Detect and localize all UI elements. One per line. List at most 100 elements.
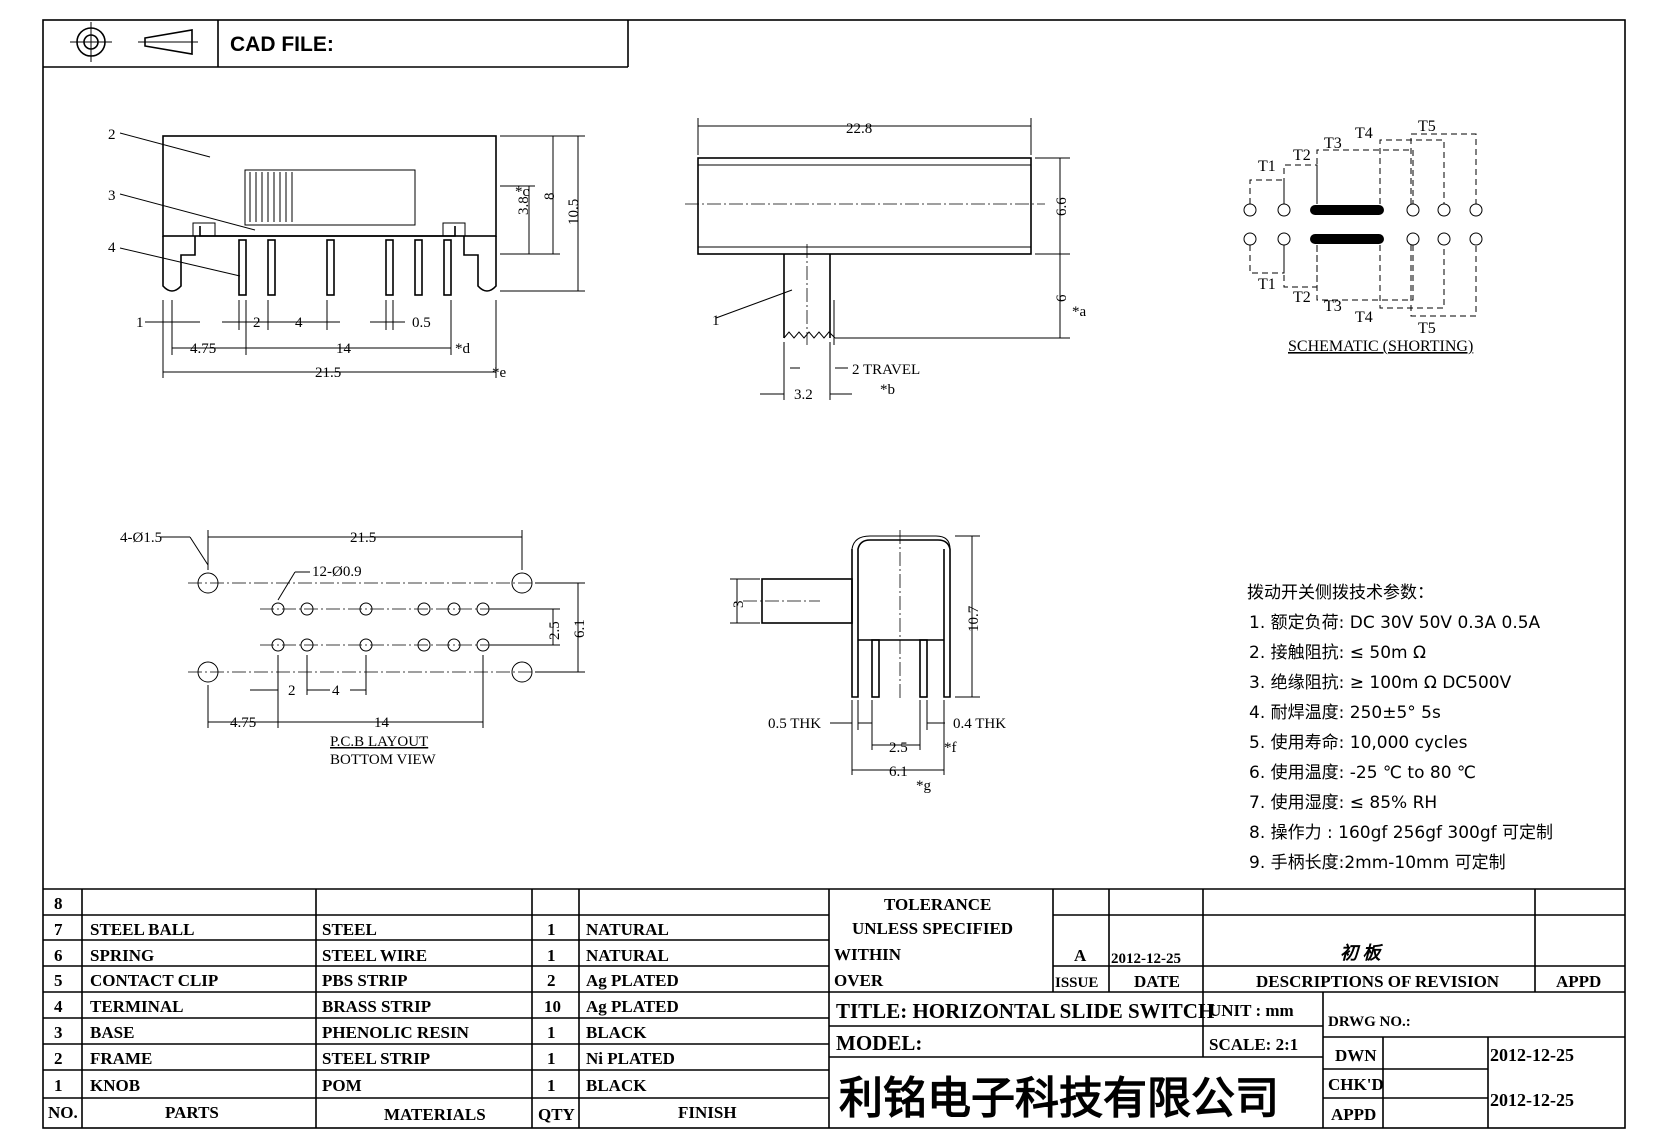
- bom-row-part: TERMINAL: [90, 997, 184, 1016]
- bom-row-material: PHENOLIC RESIN: [322, 1023, 470, 1042]
- dim-3-2: 3.2: [794, 387, 813, 403]
- unless-specified-label: UNLESS SPECIFIED: [852, 919, 1013, 938]
- bom-row-no: 3: [54, 1023, 63, 1042]
- bom-row-finish: NATURAL: [586, 920, 669, 939]
- note-c: *c: [515, 184, 530, 200]
- schematic-top-t5: T5: [1418, 118, 1436, 135]
- date-value: 2012-12-25: [1111, 951, 1181, 967]
- callout-3: 3: [108, 188, 116, 204]
- dim-6-6: 6.6: [1054, 197, 1070, 216]
- schematic-top-t4: T4: [1355, 125, 1373, 142]
- bom-row-material: PBS STRIP: [322, 971, 408, 990]
- bom-row-part: CONTACT CLIP: [90, 971, 218, 990]
- schematic-bottom-t5: T5: [1418, 320, 1436, 337]
- dim-6: 6: [1054, 294, 1070, 302]
- pcb-small-holes: 12-Ø0.9: [312, 564, 362, 580]
- pcb-caption-bottom: BOTTOM VIEW: [330, 752, 437, 768]
- bom-row-part: STEEL BALL: [90, 920, 194, 939]
- front-view: 22.8 6.6 6 *a 1 2 TRAVEL *b 3.2: [685, 118, 1087, 403]
- side-dim-10-7: 10.7: [966, 605, 982, 632]
- dim-0-5: 0.5: [412, 315, 431, 331]
- bom-header-parts: PARTS: [165, 1103, 219, 1122]
- side-thk-0-5: 0.5 THK: [768, 716, 821, 732]
- chkd-label: CHK'D: [1328, 1075, 1384, 1094]
- bom-row-qty: 1: [547, 1076, 556, 1095]
- dwn-label: DWN: [1335, 1046, 1377, 1065]
- travel-label: 2 TRAVEL: [852, 362, 920, 378]
- dim-14: 14: [336, 341, 352, 357]
- drawing-title: TITLE: HORIZONTAL SLIDE SWITCH: [836, 999, 1214, 1023]
- bom-row-qty: 1: [547, 946, 556, 965]
- bom-row-qty: 1: [547, 920, 556, 939]
- projection-symbol-icon: [70, 22, 198, 62]
- bom-row-material: STEEL WIRE: [322, 946, 427, 965]
- spec-item: 8. 操作力 : 160gf 256gf 300gf 可定制: [1249, 823, 1553, 843]
- revision-desc: 初 板: [1340, 943, 1383, 963]
- side-dim-2-5: 2.5: [889, 740, 908, 756]
- bom-header-qty: QTY: [538, 1105, 575, 1124]
- dwn-date: 2012-12-25: [1490, 1045, 1574, 1065]
- bom-row-material: STEEL STRIP: [322, 1049, 430, 1068]
- dim-4-75: 4.75: [190, 341, 216, 357]
- callout-4: 4: [108, 240, 116, 256]
- bom-row-qty: 1: [547, 1023, 556, 1042]
- spec-list: 拨动开关侧拨技术参数： 1. 额定负荷: DC 30V 50V 0.3A 0.5…: [1247, 583, 1553, 873]
- pcb-dim-14: 14: [374, 715, 390, 731]
- bom-row-part: BASE: [90, 1023, 134, 1042]
- bom-table: 8 7 STEEL BALL STEEL 1 NATURAL 6 SPRING …: [43, 888, 1625, 1128]
- bom-row-no: 7: [54, 920, 63, 939]
- side-dim-3: 3: [731, 601, 747, 609]
- bom-row-part: SPRING: [90, 946, 154, 965]
- dim-10-5: 10.5: [566, 199, 582, 225]
- pcb-dim-2: 2: [288, 683, 296, 699]
- appd-header-label: APPD: [1556, 972, 1601, 991]
- chk-date: 2012-12-25: [1490, 1090, 1574, 1110]
- schematic-bottom-t2: T2: [1293, 289, 1311, 306]
- bom-row-no: 2: [54, 1049, 63, 1068]
- drwg-no-label: DRWG NO.:: [1328, 1014, 1411, 1030]
- company-name: 利铭电子科技有限公司: [839, 1073, 1279, 1124]
- bom-row-finish: Ni PLATED: [586, 1049, 675, 1068]
- spec-title: 拨动开关侧拨技术参数：: [1247, 583, 1434, 603]
- schematic: T1 T2 T3 T4 T5 T1 T2 T3 T4 T5 SCHEMATIC …: [1243, 118, 1483, 355]
- title-block: TOLERANCE UNLESS SPECIFIED WITHIN OVER A…: [829, 889, 1625, 1128]
- spec-item: 4. 耐焊温度: 250±5° 5s: [1249, 703, 1441, 723]
- bom-header-materials: MATERIALS: [384, 1105, 486, 1124]
- note-a: *a: [1072, 304, 1087, 320]
- dim-1: 1: [136, 315, 144, 331]
- appd-label: APPD: [1331, 1105, 1376, 1124]
- pcb-large-holes: 4-Ø1.5: [120, 530, 162, 546]
- spec-item: 5. 使用寿命: 10,000 cycles: [1249, 732, 1468, 753]
- note-b: *b: [880, 382, 895, 398]
- unit-label: UNIT : mm: [1209, 1001, 1294, 1020]
- spec-item: 2. 接触阻抗: ≤ 50m Ω: [1249, 643, 1426, 663]
- within-label: WITHIN: [834, 945, 902, 964]
- note-d: *d: [455, 341, 471, 357]
- bom-row-no: 5: [54, 971, 63, 990]
- spec-item: 7. 使用湿度: ≤ 85% RH: [1249, 792, 1437, 813]
- schematic-bottom-t1: T1: [1258, 276, 1276, 293]
- pcb-dim-6-1: 6.1: [572, 619, 588, 638]
- bom-row-finish: Ag PLATED: [586, 997, 679, 1016]
- bom-row-finish: BLACK: [586, 1023, 647, 1042]
- schematic-bottom-t3: T3: [1324, 298, 1342, 315]
- bom-row-part: KNOB: [90, 1076, 140, 1095]
- bom-header-finish: FINISH: [678, 1103, 737, 1122]
- pcb-dim-2-5: 2.5: [547, 621, 563, 640]
- tolerance-label: TOLERANCE: [884, 895, 991, 914]
- issue-label: ISSUE: [1055, 975, 1098, 991]
- model-label: MODEL:: [836, 1031, 922, 1055]
- issue-value: A: [1074, 946, 1087, 965]
- bom-row-no: 6: [54, 946, 63, 965]
- spec-item: 3. 绝缘阻抗: ≥ 100m Ω DC500V: [1249, 673, 1512, 693]
- pcb-dim-4: 4: [332, 683, 340, 699]
- side-view: 3 10.7 0.5 THK 0.4 THK 2.5 *f 6.1 *g: [730, 530, 1006, 794]
- cad-file-label: CAD FILE:: [230, 33, 334, 56]
- date-label: DATE: [1134, 972, 1180, 991]
- schematic-bottom-t4: T4: [1355, 309, 1373, 326]
- bom-row-finish: BLACK: [586, 1076, 647, 1095]
- dim-8: 8: [542, 193, 558, 201]
- dim-3-8: 3.8: [516, 196, 532, 215]
- dim-21-5: 21.5: [315, 365, 341, 381]
